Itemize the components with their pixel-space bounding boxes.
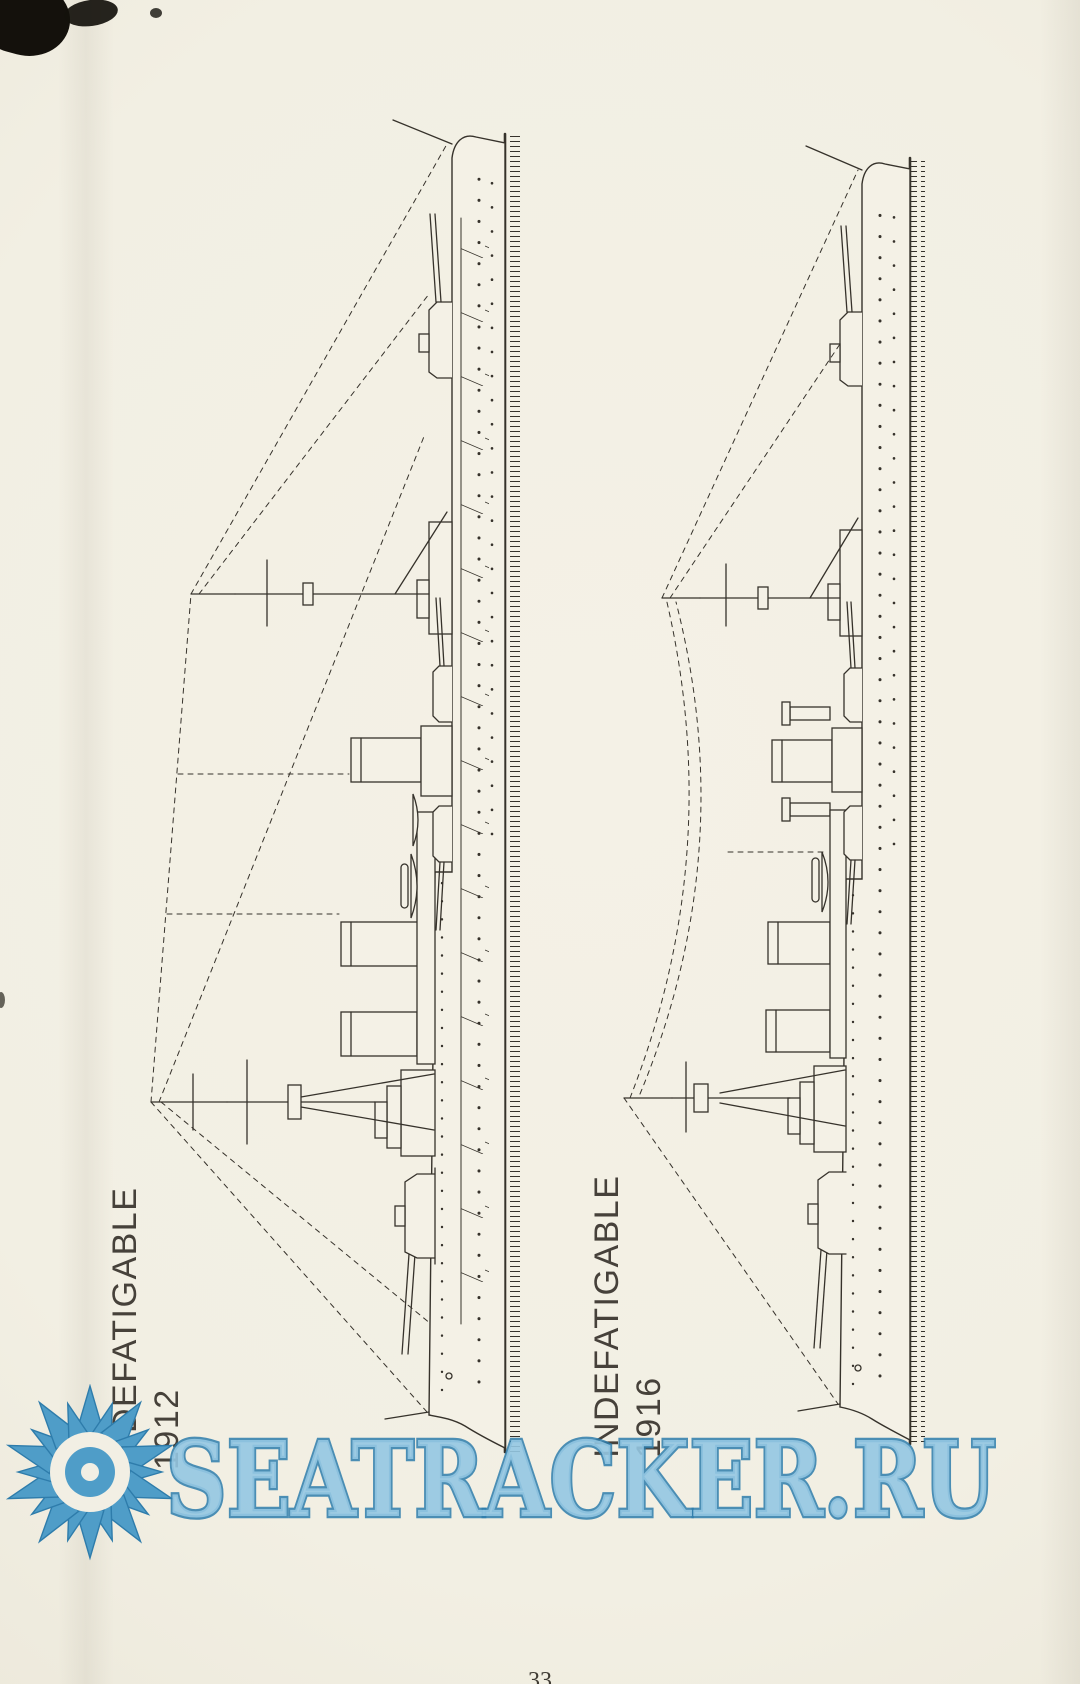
funnels <box>340 737 422 1057</box>
watermark-text: SEATRACKER.RU <box>166 1418 996 1541</box>
waterline <box>908 156 925 1446</box>
hull <box>839 162 911 1442</box>
bridge-superstructure <box>374 1069 436 1157</box>
rigging <box>150 143 448 1413</box>
fore-turret <box>394 1167 436 1355</box>
aft-turret <box>418 213 453 379</box>
ships-boats <box>811 851 829 913</box>
ships-boats <box>400 793 419 919</box>
deckhouses <box>416 521 453 1065</box>
foremast <box>150 1059 435 1145</box>
ship-profile-drawing-1912 <box>150 119 520 1454</box>
midship-turrets <box>432 597 453 931</box>
waterline <box>503 132 520 1454</box>
aft-turret <box>829 225 863 387</box>
scan-artifact-speck <box>150 8 162 18</box>
ship-profile-drawing-1916 <box>623 145 925 1446</box>
rigging <box>623 169 859 1405</box>
foremast <box>623 1061 846 1133</box>
flagstaffs <box>797 145 863 1412</box>
mainmast <box>661 517 859 627</box>
midship-turrets <box>843 601 863 925</box>
sunburst-core-dot <box>81 1463 99 1481</box>
scan-artifact-speck <box>0 992 5 1008</box>
bridge-superstructure <box>787 1065 847 1153</box>
fore-turret <box>807 1171 847 1349</box>
hull <box>428 135 506 1450</box>
page-number: 33 <box>528 1668 552 1684</box>
flagstaffs <box>384 119 453 1420</box>
deckhouses <box>827 529 863 1059</box>
mainmast <box>190 511 448 627</box>
watermark: SEATRACKER.RU <box>5 1384 998 1561</box>
searchlight-towers <box>781 701 831 822</box>
